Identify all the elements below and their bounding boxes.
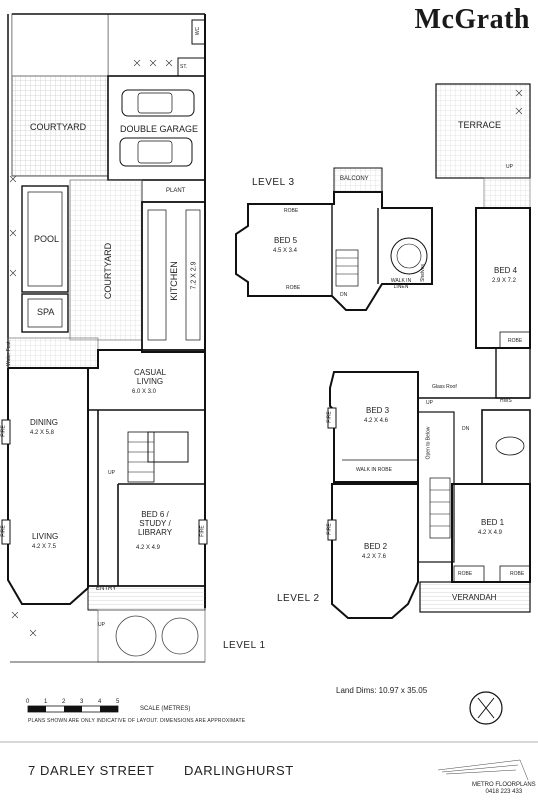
entry-label: ENTRY	[96, 586, 117, 592]
walk-in-linen-label: WALK IN LINEN	[390, 278, 412, 290]
scale-tick-0: 0	[26, 699, 30, 705]
scale-tick-2: 2	[62, 699, 66, 705]
robe-top-label: ROBE	[284, 208, 299, 214]
robe-bottom-label: ROBE	[286, 285, 301, 291]
bed2-dim: 4.2 X 7.6	[362, 554, 387, 560]
bed2-label: BED 2	[364, 542, 388, 551]
bed5-dim: 4.5 X 3.4	[273, 248, 298, 254]
living-dim: 4.2 X 7.5	[32, 544, 57, 550]
living-label: LIVING	[32, 532, 59, 541]
pool-label: POOL	[34, 234, 60, 244]
courtyard-top-label: COURTYARD	[30, 122, 87, 132]
glass-roof-label: Glass Roof	[432, 384, 457, 390]
bed6-dim: 4.2 X 4.9	[136, 545, 161, 551]
bed4-dim: 2.9 X 7.2	[492, 278, 517, 284]
scale-tick-4: 4	[98, 699, 102, 705]
up-label-2: UP	[98, 622, 105, 628]
brand-logo: McGrath	[414, 4, 530, 35]
scale-tick-3: 3	[80, 699, 84, 705]
dn-label-l2: DN	[462, 426, 470, 432]
balcony-label: BALCONY	[340, 176, 369, 182]
level3-heading: LEVEL 3	[252, 177, 295, 188]
disclaimer: PLANS SHOWN ARE ONLY INDICATIVE OF LAYOU…	[28, 718, 246, 724]
level2-plan	[327, 83, 531, 619]
hws-label: HWS	[500, 398, 512, 404]
bed6-label: BED 6 / STUDY / LIBRARY	[137, 510, 173, 537]
land-dimensions: Land Dims: 10.97 x 35.05	[336, 686, 428, 695]
level1-plan	[1, 13, 208, 663]
wc-label: WC	[195, 26, 202, 36]
robe-bed4-label: ROBE	[508, 338, 523, 344]
drafter-name: METRO FLOORPLANS	[472, 782, 536, 788]
fire-label-bed2: FIRE	[326, 523, 333, 535]
robe-bed1a-label: ROBE	[458, 571, 473, 577]
up-label-l2: UP	[426, 400, 433, 406]
up-label-1: UP	[108, 470, 115, 476]
compass-icon	[469, 691, 503, 725]
fire-label-living: FIRE	[0, 525, 7, 537]
suburb: DARLINGHURST	[184, 763, 294, 778]
bed3-label: BED 3	[366, 406, 390, 415]
casual-living-label: CASUAL LIVING	[133, 368, 166, 386]
shelves-label: Shelves	[419, 264, 426, 282]
casual-living-dim: 6.0 X 3.0	[132, 389, 157, 395]
dining-label: DINING	[30, 418, 58, 427]
scale-tick-1: 1	[44, 699, 48, 705]
drafter-phone: 0418 223 433	[485, 789, 523, 795]
spa-label: SPA	[37, 307, 55, 317]
scale-tick-5: 5	[116, 699, 120, 705]
up-label-terrace: UP	[506, 164, 513, 170]
scale-label: SCALE (METRES)	[140, 706, 191, 712]
double-garage-label: DOUBLE GARAGE	[120, 124, 199, 134]
kitchen-dim: 7.2 X 2.9	[190, 261, 198, 290]
scale-bar	[27, 705, 119, 713]
fire-label-dining: FIRE	[0, 425, 7, 437]
robe-bed1b-label: ROBE	[510, 571, 525, 577]
level1-heading: LEVEL 1	[223, 640, 266, 651]
bed1-dim: 4.2 X 4.9	[478, 530, 503, 536]
plant-label: PLANT	[166, 188, 186, 194]
bed5-label: BED 5	[274, 236, 298, 245]
metro-floorplans-logo-icon	[437, 759, 529, 781]
level2-heading: LEVEL 2	[277, 593, 320, 604]
bed4-label: BED 4	[494, 266, 518, 275]
dining-dim: 4.2 X 5.8	[30, 430, 55, 436]
bed1-label: BED 1	[481, 518, 505, 527]
verandah-label: VERANDAH	[452, 593, 497, 602]
courtyard-side-label: COURTYARD	[103, 242, 114, 300]
open-to-below-label: Open to Below	[425, 426, 432, 460]
bed3-dim: 4.2 X 4.6	[364, 418, 389, 424]
drafter-credit: METRO FLOORPLANS 0418 223 433	[472, 782, 536, 796]
fire-label-bed3: FIRE	[326, 411, 333, 423]
fire-label-bed6: FIRE	[199, 525, 206, 537]
street-address: 7 DARLEY STREET	[28, 763, 155, 778]
store-label: ST.	[180, 64, 188, 70]
water-feature-label: Water Feat.	[5, 340, 12, 366]
level3-plan	[235, 167, 433, 311]
terrace-label: TERRACE	[458, 120, 502, 130]
walk-in-robe-label: WALK IN ROBE	[356, 467, 392, 473]
dn-label-l3: DN	[340, 292, 348, 298]
kitchen-label: KITCHEN	[168, 261, 179, 301]
